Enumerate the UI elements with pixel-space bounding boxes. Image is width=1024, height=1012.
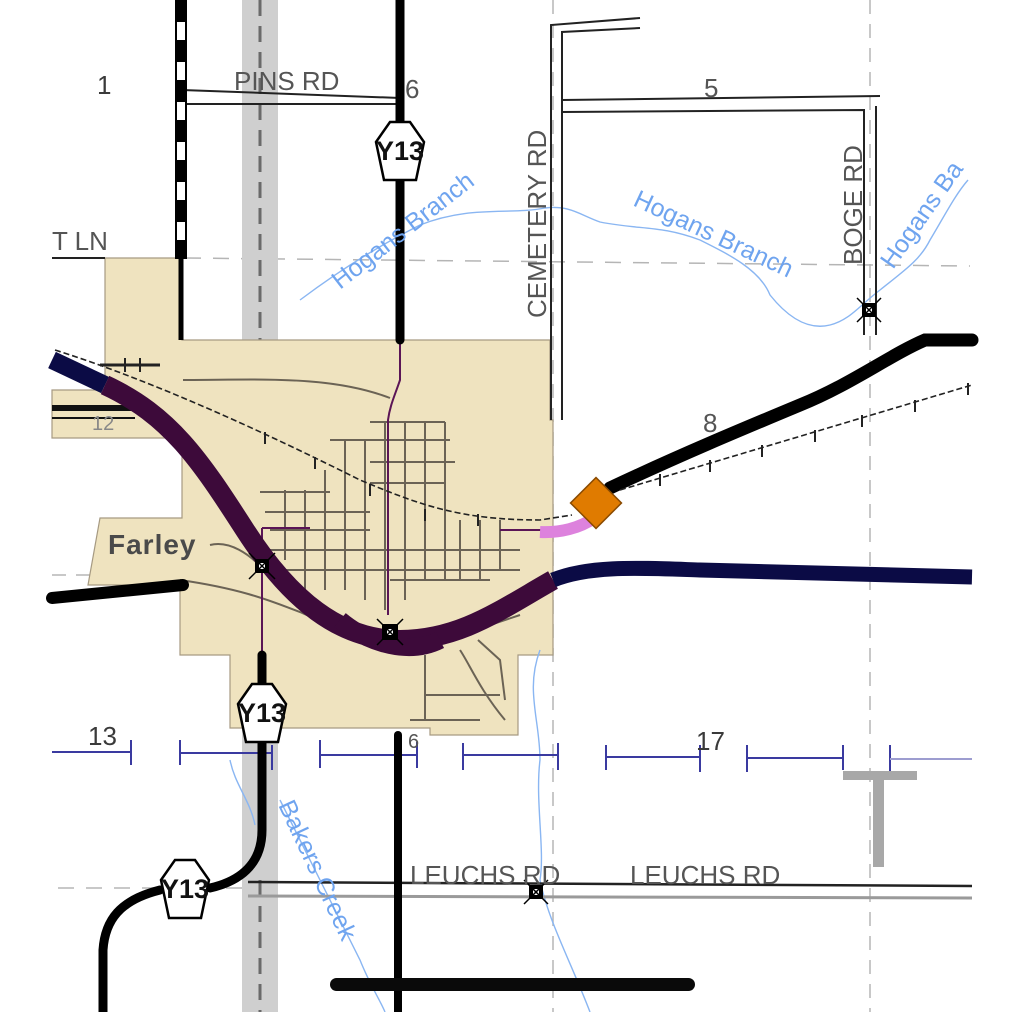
waterways (229, 179, 969, 1012)
town-label-farley: Farley (108, 529, 197, 560)
township-line (52, 740, 972, 772)
interchange-icon (248, 552, 276, 580)
section-number: 6 (405, 74, 419, 104)
bridge-icon (523, 879, 549, 905)
section-number: 12 (92, 413, 114, 435)
railroad (54, 349, 973, 526)
section-number: 17 (696, 726, 725, 756)
vertical-dashed-road (175, 0, 187, 340)
road-label-leuchs-rd: LEUCHS RD (630, 860, 780, 890)
main-roads (46, 0, 979, 1012)
road-label-t-ln: T LN (52, 226, 108, 256)
home-indicator-bar[interactable] (330, 978, 695, 991)
road-label-boge-rd: BOGE RD (838, 145, 868, 265)
road-label-leuchs-rd: LEUCHS RD (410, 860, 560, 890)
route-shield-label: Y13 (376, 136, 424, 166)
route-shield-3[interactable]: Y13 (159, 858, 211, 920)
section-number: 5 (704, 73, 718, 103)
bridge-icon (856, 297, 882, 323)
interchange-icon (376, 618, 404, 646)
town-streets (179, 378, 521, 721)
section-number: 6 (408, 731, 419, 753)
route-shield-label: Y13 (238, 698, 286, 728)
section-number: 8 (703, 408, 717, 438)
section-number: 13 (88, 721, 117, 751)
interchange-symbols (248, 297, 882, 905)
route-shield-2[interactable]: Y13 (236, 682, 288, 744)
road-label-pins-rd: PINS RD (234, 66, 339, 96)
us-highway (48, 351, 973, 656)
orange-project-marker[interactable] (569, 476, 623, 530)
route-shield-label: Y13 (161, 874, 209, 904)
road-label-cemetery-rd: CEMETERY RD (522, 130, 552, 318)
county-roads (52, 17, 973, 900)
route-shield-1[interactable]: Y13 (374, 120, 426, 182)
t-marker (843, 771, 917, 867)
section-number: 1 (97, 70, 111, 100)
